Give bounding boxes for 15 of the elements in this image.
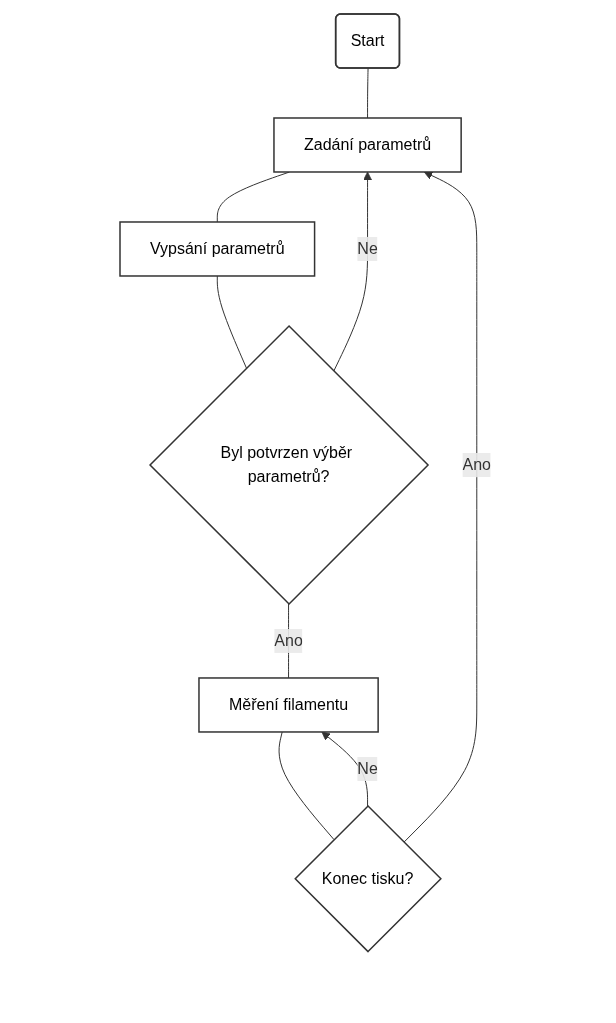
connector xyxy=(217,275,248,369)
arrow xyxy=(333,171,373,372)
connector xyxy=(279,731,335,841)
edge-label: Ano xyxy=(274,631,304,649)
arrow xyxy=(321,731,369,807)
edge-label: Ne xyxy=(357,239,379,257)
node-box: Zadání parametrů xyxy=(273,117,463,173)
arrow xyxy=(403,171,478,843)
node-box: Vypsání parametrů xyxy=(119,221,316,277)
node-diamond: Byl potvrzen výběr parametrů? xyxy=(149,324,430,606)
edge-label: Ne xyxy=(357,759,379,777)
edge-label: Ano xyxy=(463,455,492,473)
node-diamond: Konec tisku? xyxy=(294,804,443,953)
node-box: Měření filamentu xyxy=(198,677,380,733)
connector xyxy=(367,68,370,119)
